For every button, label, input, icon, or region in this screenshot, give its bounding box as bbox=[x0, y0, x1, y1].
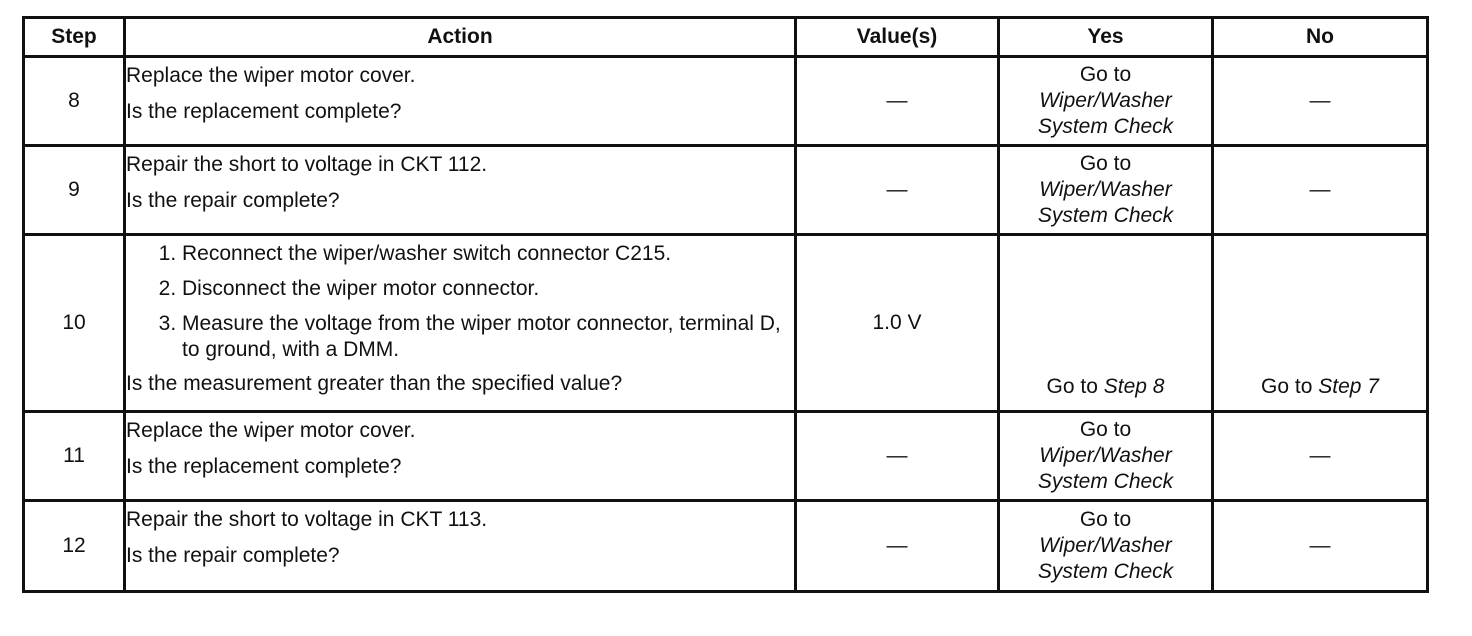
yes-cell: Go to Wiper/Washer System Check bbox=[997, 499, 1214, 593]
no-link-step[interactable]: Step 7 bbox=[1318, 375, 1379, 398]
action-question: Is the repair complete? bbox=[126, 189, 340, 212]
header-yes: Yes bbox=[997, 16, 1214, 58]
list-item: Disconnect the wiper motor connector. bbox=[182, 271, 794, 306]
action-text: Repair the short to voltage in CKT 112. bbox=[126, 153, 488, 176]
action-cell: Repair the short to voltage in CKT 113. … bbox=[123, 499, 797, 593]
header-no: No bbox=[1211, 16, 1429, 58]
action-text: Replace the wiper motor cover. bbox=[126, 419, 416, 442]
list-item: Reconnect the wiper/washer switch connec… bbox=[182, 236, 794, 271]
header-row: Step Action Value(s) Yes No bbox=[22, 16, 1429, 58]
value-cell: — bbox=[794, 499, 1000, 593]
yes-go-to: Go to bbox=[1046, 375, 1104, 398]
yes-link-wiper-washer[interactable]: Wiper/Washer bbox=[1039, 89, 1172, 112]
value-cell: — bbox=[794, 144, 1000, 236]
no-go-to: Go to bbox=[1261, 375, 1319, 398]
header-step: Step bbox=[22, 16, 126, 58]
yes-go-to: Go to bbox=[1079, 508, 1132, 531]
step-number: 11 bbox=[22, 410, 126, 502]
action-cell: Repair the short to voltage in CKT 112. … bbox=[123, 144, 797, 236]
header-action: Action bbox=[123, 16, 797, 58]
value-cell: — bbox=[794, 410, 1000, 502]
no-cell: — bbox=[1211, 144, 1429, 236]
yes-link-wiper-washer[interactable]: Wiper/Washer bbox=[1039, 178, 1172, 201]
action-cell: Reconnect the wiper/washer switch connec… bbox=[123, 233, 797, 413]
step-number: 10 bbox=[22, 233, 126, 413]
yes-go-to: Go to bbox=[1079, 63, 1132, 86]
yes-cell: Go to Wiper/Washer System Check bbox=[997, 144, 1214, 236]
header-values: Value(s) bbox=[794, 16, 1000, 58]
yes-go-to: Go to bbox=[1079, 418, 1132, 441]
no-answer: Go to Step 7 bbox=[1214, 374, 1426, 400]
table-row-step-9: 9 Repair the short to voltage in CKT 112… bbox=[22, 144, 1429, 236]
yes-link-system-check[interactable]: System Check bbox=[1037, 204, 1174, 227]
no-cell: — bbox=[1211, 410, 1429, 502]
action-question: Is the repair complete? bbox=[126, 544, 340, 567]
action-question: Is the replacement complete? bbox=[126, 455, 402, 478]
action-cell: Replace the wiper motor cover. Is the re… bbox=[123, 55, 797, 147]
yes-link-system-check[interactable]: System Check bbox=[1037, 560, 1174, 583]
action-cell: Replace the wiper motor cover. Is the re… bbox=[123, 410, 797, 502]
yes-link-system-check[interactable]: System Check bbox=[1037, 115, 1174, 138]
diagnostic-table: Step Action Value(s) Yes No 8 Replace th… bbox=[22, 16, 1429, 593]
table-row-step-11: 11 Replace the wiper motor cover. Is the… bbox=[22, 410, 1429, 502]
yes-cell: Go to Wiper/Washer System Check bbox=[997, 55, 1214, 147]
yes-link-wiper-washer[interactable]: Wiper/Washer bbox=[1039, 444, 1172, 467]
action-text: Replace the wiper motor cover. bbox=[126, 64, 416, 87]
no-cell: — bbox=[1211, 499, 1429, 593]
yes-cell: Go to Step 8 bbox=[997, 233, 1214, 413]
action-question: Is the replacement complete? bbox=[126, 100, 402, 123]
yes-link-system-check[interactable]: System Check bbox=[1037, 470, 1174, 493]
yes-link-step[interactable]: Step 8 bbox=[1103, 375, 1165, 398]
no-cell: — bbox=[1211, 55, 1429, 147]
no-cell: Go to Step 7 bbox=[1211, 233, 1429, 413]
yes-link-wiper-washer[interactable]: Wiper/Washer bbox=[1039, 534, 1172, 557]
table-row-step-8: 8 Replace the wiper motor cover. Is the … bbox=[22, 55, 1429, 147]
yes-cell: Go to Wiper/Washer System Check bbox=[997, 410, 1214, 502]
value-cell: 1.0 V bbox=[794, 233, 1000, 413]
yes-answer: Go to Step 8 bbox=[1000, 374, 1211, 400]
yes-go-to: Go to bbox=[1079, 152, 1132, 175]
step-number: 9 bbox=[22, 144, 126, 236]
action-steps-list: Reconnect the wiper/washer switch connec… bbox=[126, 236, 794, 367]
table-row-step-10: 10 Reconnect the wiper/washer switch con… bbox=[22, 233, 1429, 413]
step-number: 8 bbox=[22, 55, 126, 147]
value-cell: — bbox=[794, 55, 1000, 147]
list-item: Measure the voltage from the wiper motor… bbox=[182, 306, 794, 367]
action-text: Repair the short to voltage in CKT 113. bbox=[126, 508, 488, 531]
step-number: 12 bbox=[22, 499, 126, 593]
table-row-step-12: 12 Repair the short to voltage in CKT 11… bbox=[22, 499, 1429, 593]
action-question: Is the measurement greater than the spec… bbox=[126, 372, 623, 395]
